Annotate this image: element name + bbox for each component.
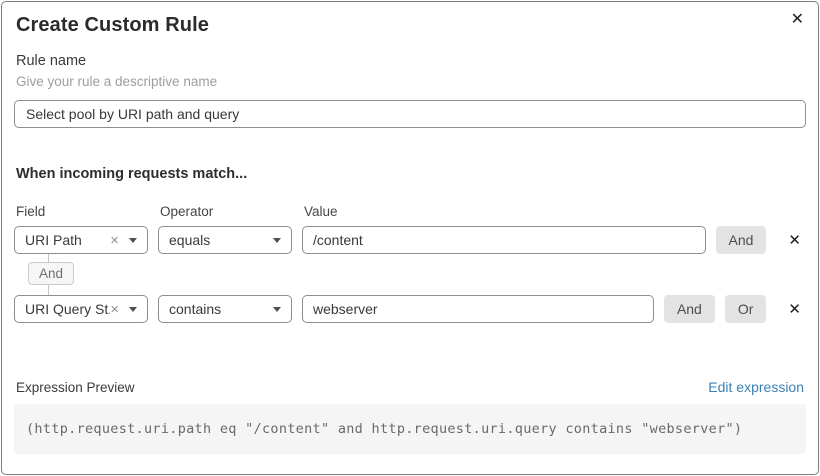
- edit-expression-link[interactable]: Edit expression: [708, 379, 804, 395]
- add-and-button[interactable]: And: [715, 226, 767, 254]
- add-or-button[interactable]: Or: [724, 295, 767, 323]
- operator-column-label: Operator: [160, 204, 214, 219]
- rule-name-helper: Give your rule a descriptive name: [16, 74, 218, 89]
- match-row-1: URI Path × equals And ✕: [14, 226, 806, 254]
- expression-code: (http.request.uri.path eq "/content" and…: [26, 421, 743, 437]
- expression-section: Expression Preview Edit expression (http…: [2, 379, 818, 454]
- value-column-label: Value: [304, 204, 338, 219]
- operator-select-1[interactable]: equals: [158, 226, 292, 254]
- expression-header: Expression Preview Edit expression: [14, 379, 806, 395]
- column-labels: Field Operator Value: [14, 204, 806, 219]
- row-2-actions: And Or ✕: [663, 295, 806, 323]
- operator-select-2[interactable]: contains: [158, 295, 292, 323]
- operator-select-2-value: contains: [169, 301, 222, 317]
- match-heading: When incoming requests match...: [16, 166, 248, 182]
- add-and-button[interactable]: And: [663, 295, 715, 323]
- match-row-2: URI Query St... × contains And Or ✕: [14, 295, 806, 323]
- dialog-header: Create Custom Rule ✕: [2, 2, 818, 37]
- expression-preview-label: Expression Preview: [16, 379, 135, 395]
- field-select-1[interactable]: URI Path ×: [14, 226, 148, 254]
- clear-selection-icon[interactable]: ×: [110, 300, 119, 318]
- remove-row-icon[interactable]: ✕: [783, 233, 806, 248]
- field-column-label: Field: [16, 204, 46, 219]
- field-select-2[interactable]: URI Query St... ×: [14, 295, 148, 323]
- expression-code-block: (http.request.uri.path eq "/content" and…: [14, 404, 806, 454]
- operator-select-1-value: equals: [169, 232, 211, 248]
- chevron-down-icon: [273, 306, 281, 312]
- and-connector-badge: And: [28, 262, 75, 285]
- row-1-actions: And ✕: [715, 226, 807, 254]
- chevron-down-icon: [129, 237, 137, 243]
- rule-name-section: Rule name Give your rule a descriptive n…: [2, 53, 818, 128]
- match-section: When incoming requests match... Field Op…: [2, 166, 818, 323]
- value-input-2[interactable]: [302, 295, 654, 323]
- field-select-2-value: URI Query St...: [25, 301, 110, 317]
- remove-row-icon[interactable]: ✕: [783, 302, 806, 317]
- connector-line: [48, 254, 49, 262]
- close-icon[interactable]: ✕: [785, 8, 810, 32]
- chevron-down-icon: [273, 237, 281, 243]
- connector-line: [48, 285, 49, 295]
- value-input-1[interactable]: [302, 226, 706, 254]
- field-select-1-value: URI Path: [25, 232, 82, 248]
- chevron-down-icon: [129, 306, 137, 312]
- rule-name-label: Rule name: [16, 53, 87, 69]
- rule-name-input[interactable]: [14, 100, 806, 128]
- row-connector: And: [14, 254, 806, 295]
- dialog-title: Create Custom Rule: [16, 14, 209, 36]
- clear-selection-icon[interactable]: ×: [110, 231, 119, 249]
